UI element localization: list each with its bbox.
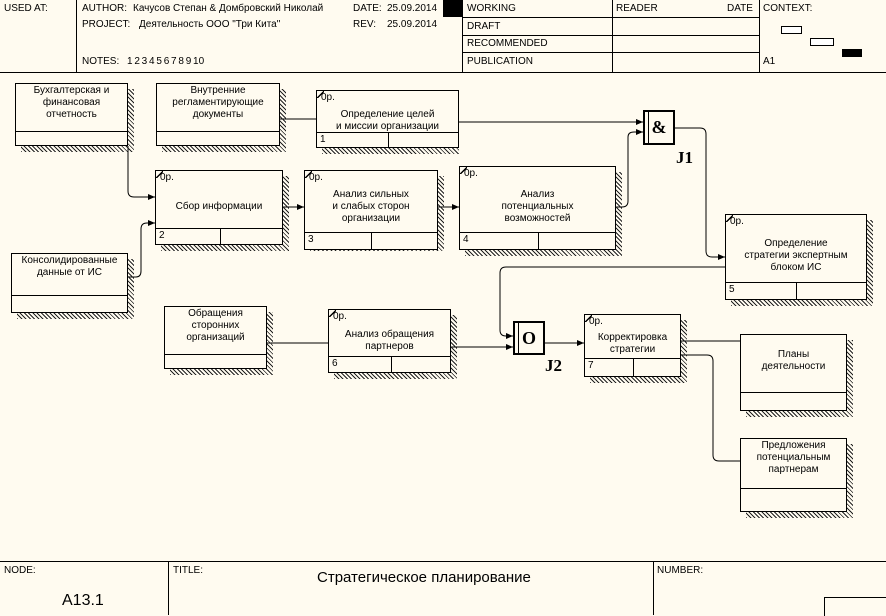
junction-symbol: & bbox=[651, 117, 667, 137]
process-number: 3 bbox=[308, 234, 314, 245]
title-label: TITLE: bbox=[173, 565, 204, 576]
status-draft: DRAFT bbox=[467, 21, 501, 32]
rev-value: 25.09.2014 bbox=[387, 19, 438, 30]
context-label: CONTEXT: bbox=[763, 3, 813, 14]
page-title: Стратегическое планирование bbox=[317, 569, 531, 586]
notes-values: 1 2 3 4 5 6 7 8 9 10 bbox=[127, 56, 205, 67]
working-status-marker bbox=[443, 0, 462, 17]
process-cost: 0р. bbox=[333, 311, 347, 322]
process-number: 2 bbox=[159, 230, 165, 241]
reader-label: READER bbox=[616, 3, 658, 14]
date-label: DATE: bbox=[353, 3, 382, 14]
number-cell bbox=[824, 597, 886, 616]
process-number: 6 bbox=[332, 358, 338, 369]
status-working: WORKING bbox=[467, 3, 516, 14]
reader-date-label: DATE bbox=[727, 3, 753, 14]
used-at-label: USED AT: bbox=[4, 3, 48, 14]
process-cost: 0р. bbox=[160, 172, 174, 183]
project-value: Деятельность ООО "Три Кита" bbox=[139, 19, 281, 30]
context-box-current bbox=[842, 49, 862, 57]
status-publication: PUBLICATION bbox=[467, 56, 533, 67]
project-label: PROJECT: bbox=[82, 19, 131, 30]
arrow-j1-to-p5 bbox=[675, 127, 725, 260]
number-label: NUMBER: bbox=[657, 565, 704, 576]
process-number: 7 bbox=[588, 360, 594, 371]
status-recommended: RECOMMENDED bbox=[467, 38, 548, 49]
context-node: A1 bbox=[763, 56, 776, 67]
process-cost: 0р. bbox=[589, 316, 603, 327]
arrow-consolidated-to-p2 bbox=[128, 220, 155, 278]
junction-label-j1: J1 bbox=[676, 148, 693, 167]
author-value: Качусов Степан & Домбровский Николай bbox=[133, 3, 324, 14]
author-label: AUTHOR: bbox=[82, 3, 127, 14]
diagram-header: USED AT: AUTHOR: Качусов Степан & Домбро… bbox=[0, 0, 886, 73]
junction-or-j2[interactable]: O bbox=[513, 321, 545, 355]
process-number: 1 bbox=[320, 134, 326, 145]
arrow-accounting-to-p2 bbox=[127, 146, 155, 200]
notes-label: NOTES: bbox=[82, 56, 120, 67]
process-label: Сбор информации bbox=[175, 201, 263, 212]
process-cost: 0р. bbox=[464, 168, 478, 179]
diagram-footer: NODE: A13.1 TITLE: Стратегическое планир… bbox=[0, 561, 886, 616]
junction-and-j1[interactable]: & bbox=[643, 110, 675, 145]
arrow-p7-to-proposals bbox=[681, 354, 740, 462]
arrow-p4-to-j1 bbox=[616, 129, 643, 208]
junction-label-j2: J2 bbox=[545, 356, 562, 375]
process-cost: 0р. bbox=[730, 216, 744, 227]
date-value: 25.09.2014 bbox=[387, 3, 438, 14]
process-cost: 0р. bbox=[321, 92, 335, 103]
process-cost: 0р. bbox=[309, 172, 323, 183]
junction-symbol: O bbox=[521, 328, 536, 348]
rev-label: REV: bbox=[353, 19, 376, 30]
process-2-collect-information[interactable]: 0р. Сбор информации 2 bbox=[155, 170, 283, 245]
context-box-1 bbox=[781, 26, 802, 34]
process-number: 5 bbox=[729, 284, 735, 295]
node-label: NODE: bbox=[4, 565, 36, 576]
process-number: 4 bbox=[463, 234, 469, 245]
node-value: A13.1 bbox=[62, 592, 104, 609]
arrow-p5-to-j2 bbox=[499, 266, 725, 339]
context-box-2 bbox=[810, 38, 834, 46]
